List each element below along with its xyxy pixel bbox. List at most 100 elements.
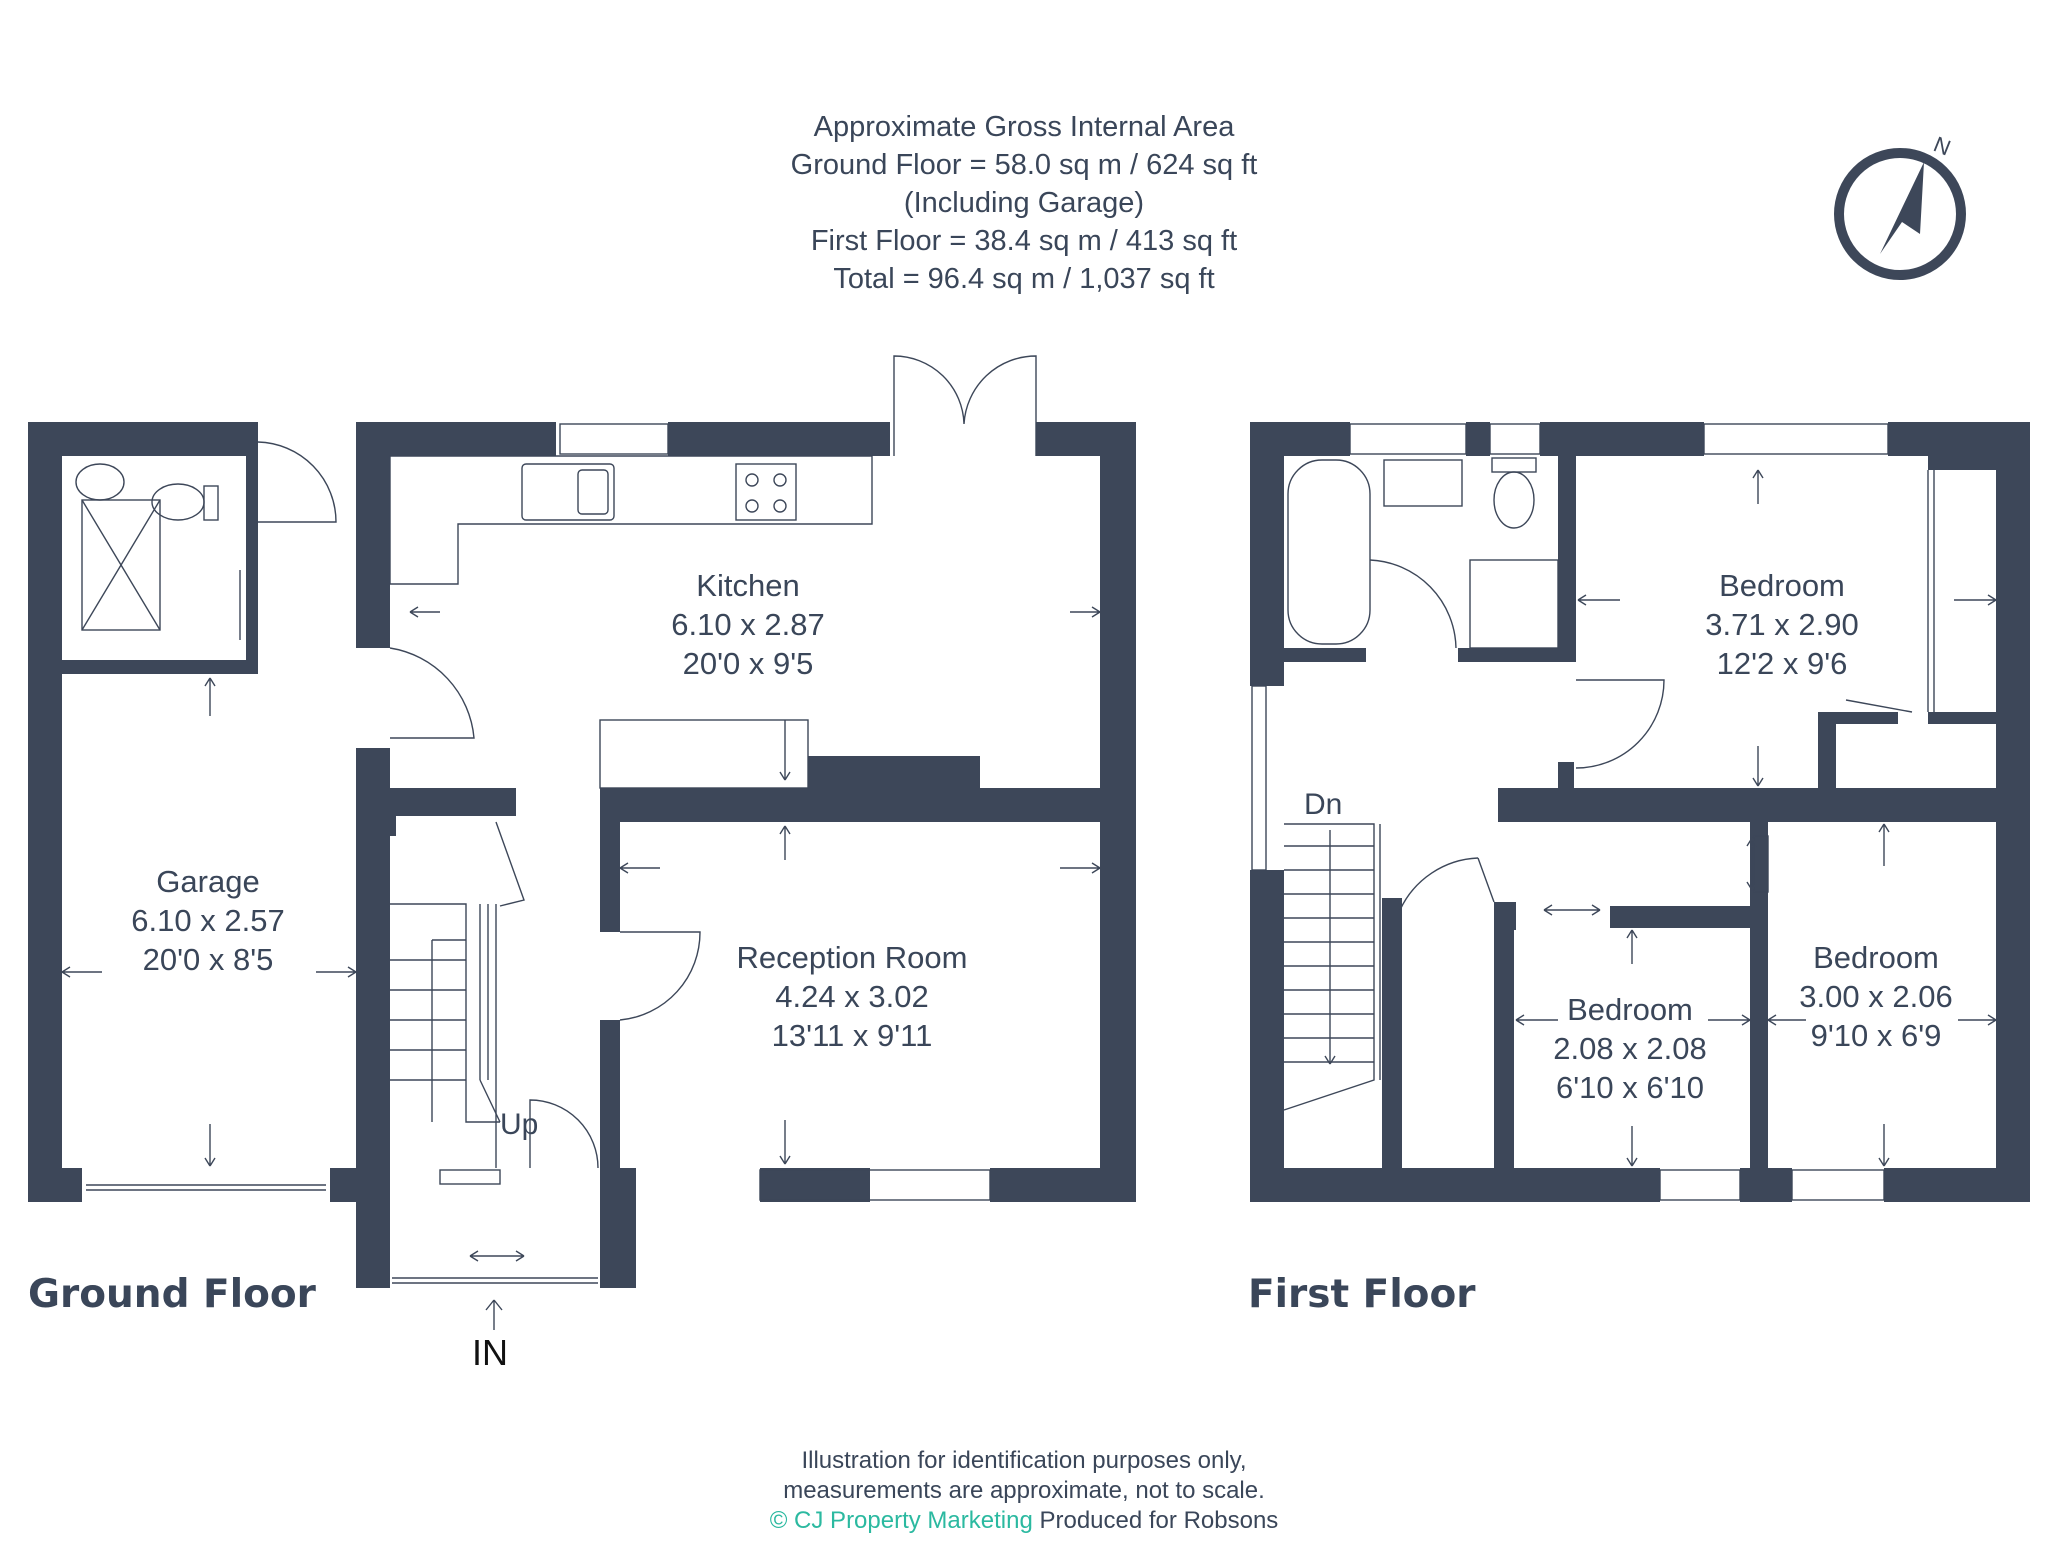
wall — [1250, 422, 1284, 686]
room-imperial: 20'0 x 8'5 — [142, 942, 274, 977]
wall — [1498, 788, 2030, 822]
wall — [246, 422, 258, 674]
room-kitchen: Kitchen 6.10 x 2.87 20'0 x 9'5 — [671, 566, 824, 683]
produced-for: Produced for Robsons — [1039, 1507, 1279, 1534]
wall — [28, 1168, 82, 1202]
wall — [990, 1168, 1136, 1202]
basin — [1383, 459, 1463, 507]
room-name: Garage — [156, 864, 260, 899]
wall — [356, 1168, 390, 1288]
wall — [1458, 648, 1558, 662]
wall — [760, 1168, 870, 1202]
wall — [1250, 870, 1284, 1202]
wall — [668, 422, 890, 456]
room-garage: Garage 6.10 x 2.57 20'0 x 8'5 — [131, 862, 284, 979]
ground-floor-plan — [28, 355, 1136, 1330]
room-bedroom-3: Bedroom 3.00 x 2.06 9'10 x 6'9 — [1799, 938, 1952, 1055]
brand-name: © CJ Property Marketing — [769, 1507, 1033, 1534]
shower — [1469, 559, 1559, 649]
door-swing — [1575, 679, 1665, 769]
window — [1659, 1169, 1741, 1201]
sink — [521, 463, 615, 521]
window — [1489, 423, 1541, 455]
room-name: Reception Room — [736, 940, 968, 975]
wall — [1284, 648, 1366, 662]
first-floor-area: First Floor = 38.4 sq m / 413 sq ft — [810, 225, 1238, 257]
credit-line: © CJ Property Marketing Produced for Rob… — [0, 1506, 2048, 1536]
wall — [390, 788, 516, 816]
wall — [356, 422, 390, 648]
disclaimer-line-2: measurements are approximate, not to sca… — [783, 1477, 1265, 1504]
wall — [808, 756, 980, 792]
room-imperial: 13'11 x 9'11 — [771, 1018, 933, 1053]
room-bedroom-2: Bedroom 2.08 x 2.08 6'10 x 6'10 — [1553, 990, 1706, 1107]
wall — [1250, 1168, 1660, 1202]
room-name: Bedroom — [1719, 568, 1845, 603]
wall — [1818, 712, 1836, 788]
shower-tray — [81, 499, 161, 631]
stairs-ground — [390, 903, 501, 1168]
wall — [28, 422, 62, 1202]
wall — [1818, 712, 1898, 724]
wall — [1494, 902, 1516, 930]
total-area: Total = 96.4 sq m / 1,037 sq ft — [833, 263, 1215, 295]
window — [1703, 423, 1889, 455]
north-compass-icon: N — [1834, 131, 1966, 280]
wall — [1466, 422, 1490, 456]
room-imperial: 6'10 x 6'10 — [1555, 1070, 1704, 1105]
room-name: Bedroom — [1567, 992, 1693, 1027]
wall — [1494, 902, 1514, 1202]
room-bedroom-1: Bedroom 3.71 x 2.90 12'2 x 9'6 — [1705, 566, 1858, 683]
door-swing — [257, 441, 337, 523]
wall — [62, 660, 258, 674]
bath — [1287, 459, 1371, 645]
ground-floor-area: Ground Floor = 58.0 sq m / 624 sq ft — [790, 149, 1258, 181]
window — [559, 423, 669, 455]
cupboard-door — [1753, 835, 1769, 893]
room-metric: 6.10 x 2.57 — [131, 903, 285, 938]
door-swing — [1845, 699, 1913, 713]
room-reception: Reception Room 4.24 x 3.02 13'11 x 9'11 — [737, 938, 968, 1055]
disclaimer: Illustration for identification purposes… — [0, 1446, 2048, 1536]
worktop — [599, 719, 809, 789]
window — [759, 1169, 991, 1201]
room-metric: 6.10 x 2.87 — [671, 607, 825, 642]
door-swing — [389, 647, 475, 739]
room-imperial: 12'2 x 9'6 — [1716, 646, 1848, 681]
wall — [28, 422, 258, 456]
wall — [384, 816, 396, 836]
area-title: Approximate Gross Internal Area — [813, 111, 1235, 143]
door-swing — [1369, 559, 1457, 649]
wall — [600, 1168, 636, 1288]
stairs-first — [1283, 823, 1381, 1111]
wall — [1540, 422, 1704, 456]
dimension-arrows — [1515, 469, 1997, 1167]
garage-note: (Including Garage) — [903, 187, 1145, 219]
wall — [1558, 762, 1574, 822]
room-metric: 3.71 x 2.90 — [1705, 607, 1859, 642]
window — [1349, 423, 1467, 455]
room-imperial: 20'0 x 9'5 — [682, 646, 814, 681]
room-metric: 2.08 x 2.08 — [1553, 1031, 1707, 1066]
disclaimer-line-1: Illustration for identification purposes… — [801, 1447, 1247, 1474]
room-metric: 3.00 x 2.06 — [1799, 979, 1953, 1014]
door-swing — [1399, 857, 1479, 911]
basin — [75, 463, 125, 501]
cistern — [203, 485, 219, 521]
wall — [1750, 822, 1768, 1202]
stairs-up-label: Up — [500, 1108, 539, 1141]
window — [439, 1169, 501, 1185]
room-name: Kitchen — [696, 568, 800, 603]
wall — [1884, 1168, 2030, 1202]
wall — [1382, 898, 1402, 1202]
hob — [735, 463, 797, 521]
toilet — [1493, 471, 1535, 529]
first-floor-plan — [1250, 422, 2030, 1202]
sink — [577, 469, 609, 515]
window — [1251, 685, 1267, 871]
entrance-label: IN — [472, 1332, 508, 1373]
wall — [600, 822, 620, 932]
french-doors — [893, 355, 1037, 456]
stairs-down-label: Dn — [1304, 788, 1343, 821]
